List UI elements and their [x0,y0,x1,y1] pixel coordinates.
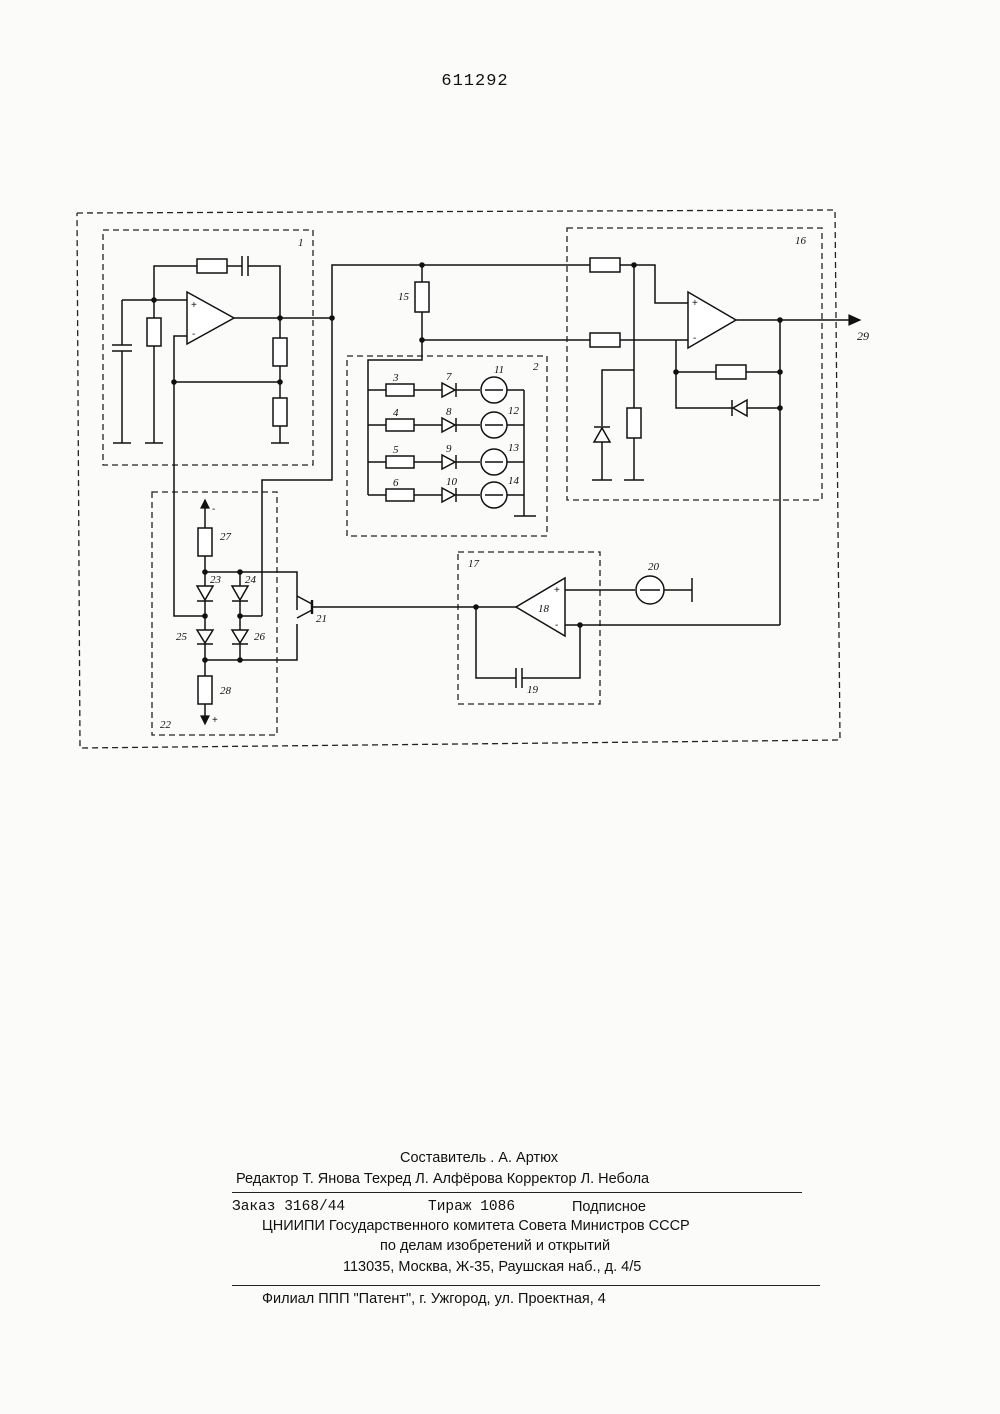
block-22-label: 22 [160,719,172,731]
block-16-feedback-resistor [716,365,746,379]
block-1-label: 1 [298,237,304,249]
output-29-label: 29 [857,329,869,343]
editors-line: Редактор Т. Янова Техред Л. Алфёрова Кор… [236,1171,649,1187]
svg-text:13: 13 [508,442,520,454]
svg-text:-: - [555,620,558,631]
svg-text:9: 9 [446,443,452,455]
block-16-label: 16 [795,235,807,247]
resistor-6 [386,489,414,501]
institute-dept-line: по делам изобретений и открытий [380,1238,610,1254]
svg-text:28: 28 [220,685,232,697]
block-17-frame [458,552,600,704]
block-16-shunt-resistor [627,408,641,438]
block-16-input-resistor-upper [590,258,620,272]
svg-text:5: 5 [393,444,399,456]
svg-text:25: 25 [176,631,188,643]
block-1-feedback-resistor [197,259,227,273]
svg-text:+: + [191,300,197,311]
circuit-schematic: 1 + - 15 2 3 7 11 [0,0,1000,800]
svg-text:-: - [212,504,215,515]
svg-text:+: + [554,585,560,596]
imprint-rule-bottom [232,1285,820,1286]
svg-text:-: - [693,333,696,344]
branch-line: Филиал ППП "Патент", г. Ужгород, ул. Про… [262,1291,606,1307]
order-number: Заказ 3168/44 [232,1199,345,1215]
svg-text:4: 4 [393,407,399,419]
svg-text:3: 3 [392,372,399,384]
svg-text:14: 14 [508,475,520,487]
svg-text:10: 10 [446,476,458,488]
block-17-label: 17 [468,558,480,570]
institute-line: ЦНИИПИ Государственного комитета Совета … [262,1218,690,1234]
block-1-divider-resistor-upper [273,338,287,366]
resistor-28 [198,676,212,704]
svg-text:27: 27 [220,531,232,543]
resistor-4 [386,419,414,431]
block-16-feedback-diode [733,400,747,416]
block-16-input-resistor-lower [590,333,620,347]
resistor-5 [386,456,414,468]
svg-text:21: 21 [316,613,327,625]
svg-text:12: 12 [508,405,520,417]
compiler-line: Составитель . А. Артюх [400,1150,558,1166]
block-1-input-resistor [147,318,161,346]
block-22-frame [152,492,277,735]
svg-text:18: 18 [538,603,550,615]
block-2-label: 2 [533,361,539,373]
diode-24 [232,586,248,600]
diode-25 [197,630,213,643]
svg-text:+: + [212,715,218,726]
svg-text:15: 15 [398,291,410,303]
imprint-rule-top [232,1192,802,1193]
subscription: Подписное [572,1199,646,1215]
svg-text:-: - [192,329,195,340]
block-16-shunt-diode [594,428,610,442]
diode-26 [232,630,248,643]
resistor-15 [415,282,429,312]
resistor-27 [198,528,212,556]
svg-text:11: 11 [494,364,504,376]
diode-10 [442,488,455,502]
diode-9 [442,455,455,469]
svg-text:8: 8 [446,406,452,418]
svg-text:19: 19 [527,684,539,696]
diode-7 [442,383,455,397]
diode-23 [197,586,213,600]
diode-8 [442,418,455,432]
svg-text:24: 24 [245,574,257,586]
block-1-divider-resistor-lower [273,398,287,426]
svg-text:7: 7 [446,371,452,383]
print-run: Тираж 1086 [428,1199,515,1215]
svg-text:6: 6 [393,477,399,489]
svg-text:+: + [692,298,698,309]
address-line: 113035, Москва, Ж-35, Раушская наб., д. … [343,1259,641,1275]
svg-text:26: 26 [254,631,266,643]
resistor-3 [386,384,414,396]
svg-text:23: 23 [210,574,222,586]
svg-text:20: 20 [648,561,660,573]
